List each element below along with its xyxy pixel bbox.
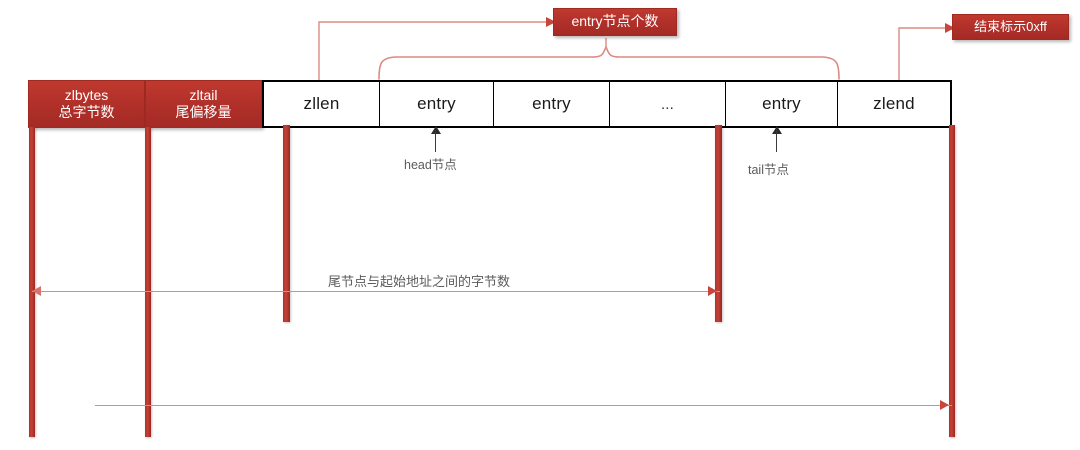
cell-ellipsis: ... [610,82,726,126]
cell-entry-2: entry [494,82,610,126]
guide-bar-zlend [949,125,955,437]
guide-bar-zltail [145,127,151,437]
callout-entry-count-label: entry节点个数 [571,13,659,30]
head-pointer-line [435,130,436,152]
measure-arrow-right-icon [708,286,717,296]
head-arrow-icon [431,126,441,134]
callout-end-flag: 结束标示0xff [952,14,1069,40]
connector-zlend-to-endflag [898,23,955,80]
cell-zlend: zlend [838,82,950,126]
field-zltail-name: zltail [189,86,218,103]
measure-line-zltail [32,291,720,292]
measure-line-zlbytes [95,405,952,406]
field-zltail-desc: 尾偏移量 [175,104,232,120]
measure-arrow-bottom-right-icon [940,400,949,410]
guide-bar-tail-node [715,125,722,322]
tail-pointer-line [776,130,777,152]
field-zlbytes-desc: 总字节数 [58,104,115,120]
guide-bar-start [29,127,35,437]
tail-arrow-icon [772,126,782,134]
ziplist-struct-table: zllen entry entry ... entry zlend [262,80,952,128]
measure-label-zltail: 尾节点与起始地址之间的字节数 [328,274,511,289]
callout-end-flag-label: 结束标示0xff [974,18,1047,34]
cell-zllen: zllen [264,82,380,126]
measure-arrow-left-icon [32,286,41,296]
field-zlbytes-name: zlbytes [64,86,109,103]
callout-entry-count: entry节点个数 [553,8,677,36]
cell-entry-1: entry [380,82,494,126]
entry-span-brace [378,38,840,80]
guide-bar-zllen [283,125,290,322]
field-zltail: zltail 尾偏移量 [145,80,262,128]
cell-entry-last: entry [726,82,838,126]
tail-node-label: tail节点 [748,163,789,177]
field-zlbytes: zlbytes 总字节数 [28,80,145,128]
connector-zllen-to-entrycount [318,17,556,80]
head-node-label: head节点 [404,158,457,172]
